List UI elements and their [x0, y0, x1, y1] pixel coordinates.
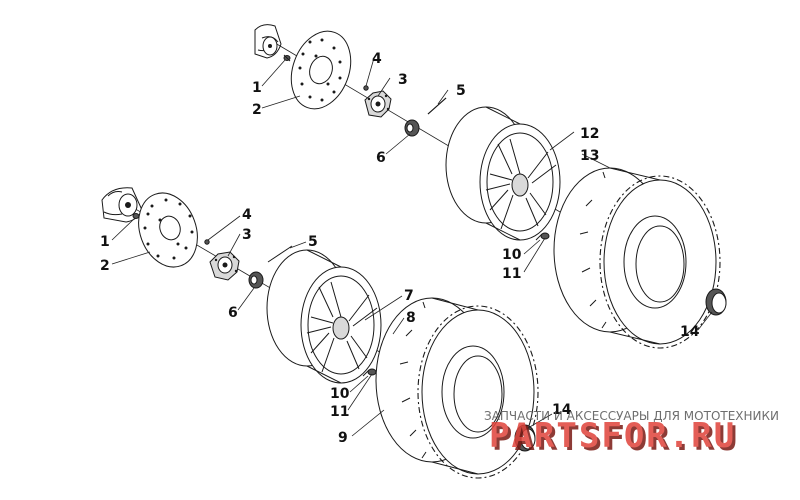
callout-1-lower: 1: [100, 234, 110, 250]
callout-3-lower: 3: [242, 227, 252, 243]
watermark-logo-shadow: PARTSFOR.RU: [492, 419, 739, 459]
upper-nut: [404, 119, 420, 137]
callout-11-upper: 11: [502, 266, 521, 282]
upper-hub-bolt: [363, 85, 369, 91]
callout-9: 9: [338, 430, 348, 446]
lower-hub: [209, 251, 240, 281]
lower-valve-stem: [362, 368, 377, 377]
lower-hub-bolt: [204, 239, 210, 245]
callout-6-upper: 6: [376, 150, 386, 166]
watermark-tagline: ЗАПЧАСТИ И АКСЕССУАРЫ ДЛЯ МОТОТЕХНИКИ: [484, 409, 779, 423]
lower-wheel-assembly: [101, 187, 539, 479]
callout-7: 7: [404, 288, 414, 304]
upper-rim: [445, 106, 561, 241]
lower-tire: [375, 297, 539, 479]
lower-bolt: [132, 213, 140, 219]
callout-11-lower: 11: [330, 404, 349, 420]
callout-12: 12: [580, 126, 599, 142]
callout-14-lower: 14: [552, 402, 572, 418]
upper-hub: [364, 90, 392, 118]
upper-knuckle: [254, 24, 282, 59]
lower-nut: [248, 271, 264, 289]
watermark: ЗАПЧАСТИ И АКСЕССУАРЫ ДЛЯ МОТОТЕХНИКИ PA…: [484, 409, 779, 459]
callout-2-lower: 2: [100, 258, 110, 274]
upper-bolt: [283, 54, 291, 62]
callout-8: 8: [406, 310, 416, 326]
upper-pin: [427, 97, 447, 115]
lower-brake-disc: [138, 192, 198, 268]
callout-2-upper: 2: [252, 102, 262, 118]
lower-rim: [266, 249, 382, 384]
callout-5-lower: 5: [308, 234, 318, 250]
lower-pin: [267, 245, 293, 263]
callout-10-upper: 10: [502, 247, 522, 263]
lower-center-cap: [514, 424, 536, 452]
upper-tire: [553, 167, 721, 349]
watermark-logo: PARTSFOR.RU: [489, 416, 736, 456]
upper-valve-stem: [535, 232, 550, 241]
upper-brake-disc: [290, 30, 352, 110]
callout-10-lower: 10: [330, 386, 350, 402]
callout-13: 13: [580, 148, 599, 164]
callout-14-upper: 14: [680, 324, 700, 340]
upper-wheel-assembly: [254, 24, 727, 349]
callout-6-lower: 6: [228, 305, 238, 321]
callout-numbers: 1 2 4 3 5 6 12 13 10 11 14 1 2 4 3 5 6 7…: [100, 51, 700, 446]
callout-3-upper: 3: [398, 72, 408, 88]
callout-4-lower: 4: [242, 207, 252, 223]
callout-4-upper: 4: [372, 51, 382, 67]
callout-1-upper: 1: [252, 80, 262, 96]
callout-5-upper: 5: [456, 83, 466, 99]
upper-center-cap: [705, 288, 727, 316]
leader-lines: [111, 57, 713, 437]
